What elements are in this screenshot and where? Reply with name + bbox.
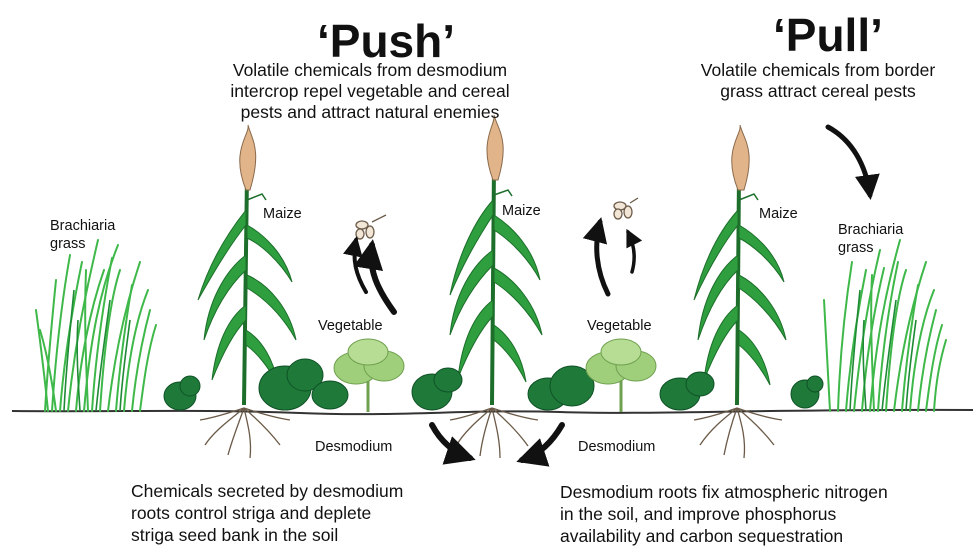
brachiaria-label-line: grass	[838, 239, 903, 257]
push-description-line: pests and attract natural enemies	[205, 102, 535, 123]
brachiaria-grass-left	[36, 240, 156, 411]
vegetable-label-left: Vegetable	[318, 317, 383, 335]
bottom-right-line: Desmodium roots fix atmospheric nitrogen	[560, 481, 888, 503]
push-heading: ‘Push’	[317, 18, 455, 64]
pull-heading: ‘Pull’	[773, 12, 883, 58]
bottom-left-line: striga seed bank in the soil	[131, 524, 403, 546]
maize-plant-right	[694, 125, 786, 405]
desmodium-label-left: Desmodium	[315, 438, 392, 456]
brachiaria-label-right: Brachiaria grass	[838, 221, 903, 257]
brachiaria-label-left: Brachiaria grass	[50, 217, 115, 253]
maize-label-right: Maize	[759, 205, 798, 223]
brachiaria-label-line: Brachiaria	[50, 217, 115, 235]
maize-label-left: Maize	[263, 205, 302, 223]
bottom-left-line: Chemicals secreted by desmodium	[131, 480, 403, 502]
maize-plant-center	[450, 115, 542, 405]
push-description-line: intercrop repel vegetable and cereal	[205, 81, 535, 102]
brachiaria-label-line: Brachiaria	[838, 221, 903, 239]
pull-description: Volatile chemicals from border grass att…	[683, 60, 953, 102]
moth-icon-right	[614, 198, 638, 219]
bottom-right-line: availability and carbon sequestration	[560, 525, 888, 547]
bottom-left-description: Chemicals secreted by desmodium roots co…	[131, 480, 403, 546]
maize-label-center: Maize	[502, 202, 541, 220]
bottom-right-line: in the soil, and improve phosphorus	[560, 503, 888, 525]
bottom-right-description: Desmodium roots fix atmospheric nitrogen…	[560, 481, 888, 547]
push-description: Volatile chemicals from desmodium interc…	[205, 60, 535, 123]
pull-description-line: Volatile chemicals from border	[683, 60, 953, 81]
brachiaria-label-line: grass	[50, 235, 115, 253]
moth-icon-left	[356, 215, 386, 239]
pull-description-line: grass attract cereal pests	[683, 81, 953, 102]
maize-plant-left	[198, 125, 296, 405]
bottom-left-line: roots control striga and deplete	[131, 502, 403, 524]
vegetable-plant-right	[586, 339, 656, 412]
desmodium-label-right: Desmodium	[578, 438, 655, 456]
vegetable-label-right: Vegetable	[587, 317, 652, 335]
push-description-line: Volatile chemicals from desmodium	[205, 60, 535, 81]
roots	[200, 408, 782, 458]
